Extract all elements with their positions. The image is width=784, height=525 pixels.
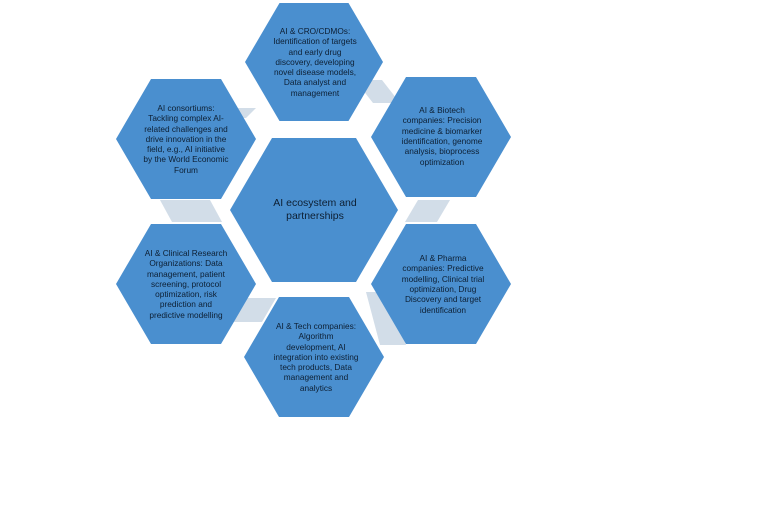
hexagon-cro-cdmos bbox=[245, 3, 383, 121]
connector-left bbox=[160, 200, 222, 222]
hexagon-center bbox=[230, 138, 398, 282]
node-label-consortiums: AI consortiums: Tackling complex AI- rel… bbox=[143, 102, 229, 175]
hexagon-consortiums bbox=[116, 79, 256, 199]
center-label: AI ecosystem and partnerships bbox=[273, 197, 357, 222]
hexagon-clinical-research bbox=[116, 224, 256, 344]
connector-bottom-right bbox=[366, 292, 406, 345]
connector-right bbox=[405, 200, 450, 222]
node-label-pharma: AI & Pharma companies: Predictive modell… bbox=[401, 253, 485, 315]
hexagon-biotech bbox=[371, 77, 511, 197]
node-label-tech: AI & Tech companies: Algorithm developme… bbox=[273, 320, 359, 393]
node-label-cro-cdmos: AI & CRO/CDMOs: Identification of target… bbox=[273, 25, 357, 98]
hexagon-pharma bbox=[371, 224, 511, 344]
node-label-biotech: AI & Biotech companies: Precision medici… bbox=[401, 105, 483, 167]
hexagon-tech bbox=[244, 297, 384, 417]
hexagons bbox=[116, 3, 511, 417]
node-label-clinical-research: AI & Clinical Research Organizations: Da… bbox=[144, 247, 228, 320]
